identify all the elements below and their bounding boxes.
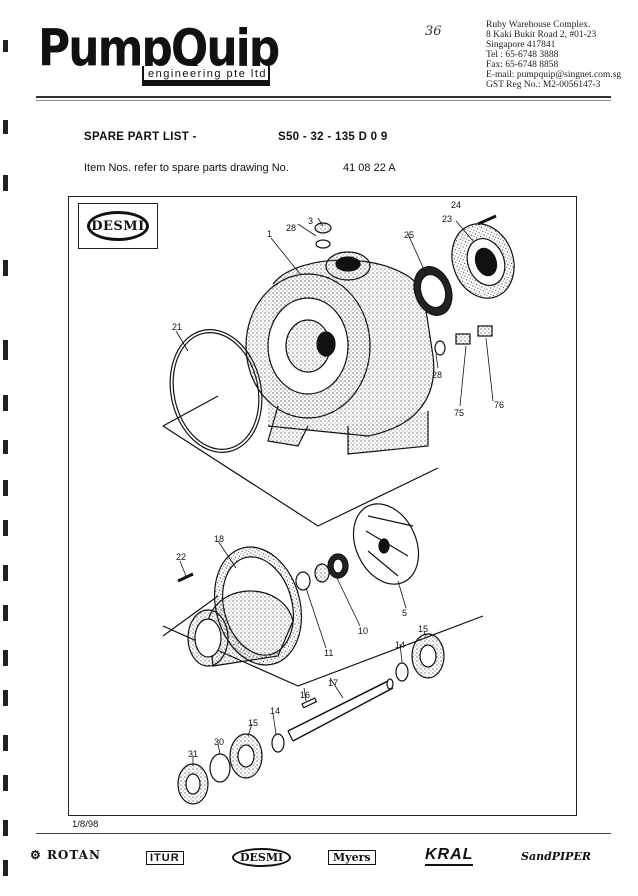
pump-model: S50 - 32 - 135 D 0 9 bbox=[278, 131, 388, 143]
part-label: 31 bbox=[188, 749, 198, 759]
bearing-bracket bbox=[187, 546, 303, 667]
address-line: GST Reg No.: M2-0056147-3 bbox=[486, 80, 601, 90]
binding-mark bbox=[3, 565, 8, 581]
binding-mark bbox=[3, 395, 8, 411]
binding-mark bbox=[3, 260, 8, 276]
part-label: 16 bbox=[300, 690, 310, 700]
bolt-24 bbox=[477, 214, 497, 226]
handwritten-page-number: 36 bbox=[425, 24, 442, 39]
address-line: Ruby Warehouse Complex. bbox=[486, 20, 591, 30]
part-label: 11 bbox=[324, 648, 333, 658]
retaining-ring bbox=[209, 753, 231, 783]
header-divider bbox=[36, 100, 611, 101]
binding-mark bbox=[3, 775, 8, 791]
part-label: 18 bbox=[214, 534, 224, 544]
circlip bbox=[395, 662, 409, 682]
desmi-logo-box: DESMI bbox=[78, 203, 158, 249]
part-label: 28 bbox=[286, 223, 296, 233]
assembly-plane bbox=[162, 425, 439, 527]
part-label: 17 bbox=[328, 678, 338, 688]
part-label: 76 bbox=[494, 400, 504, 410]
header-divider bbox=[36, 96, 611, 98]
exploded-parts-drawing: 1 3 28 24 23 25 21 28 75 76 18 22 5 11 1… bbox=[162, 200, 515, 805]
address-line: Fax: 65-6748 8858 bbox=[486, 60, 559, 70]
bolt-22 bbox=[177, 572, 194, 583]
company-tagline: engineering pte ltd bbox=[142, 66, 270, 82]
address-line: E-mail: pumpquip@singnet.com.sg bbox=[486, 70, 622, 80]
rotan-gear-icon: ⚙ bbox=[30, 848, 47, 862]
part-label: 15 bbox=[248, 718, 258, 728]
binding-mark bbox=[3, 40, 8, 52]
part-label: 25 bbox=[404, 230, 414, 240]
binding-mark bbox=[3, 340, 8, 360]
brand-logo-itur: ITUR bbox=[146, 851, 184, 865]
exploded-view-frame bbox=[68, 196, 577, 816]
part-label: 5 bbox=[402, 608, 407, 618]
pump-casing bbox=[245, 251, 435, 455]
binding-mark bbox=[3, 860, 8, 876]
pump-shaft bbox=[287, 678, 394, 742]
part-label: 14 bbox=[395, 640, 405, 650]
binding-mark bbox=[3, 175, 8, 191]
part-label: 30 bbox=[214, 737, 224, 747]
pump-cover bbox=[451, 223, 515, 299]
part-label: 10 bbox=[358, 626, 368, 636]
part-label: 14 bbox=[270, 706, 280, 716]
address-line: 8 Kaki Bukit Road 2, #01-23 bbox=[486, 30, 597, 40]
part-label: 22 bbox=[176, 552, 186, 562]
binding-mark bbox=[3, 735, 8, 751]
binding-mark bbox=[3, 690, 8, 706]
circlip bbox=[271, 733, 285, 753]
brand-logo-sandpiper: SandPIPER bbox=[521, 850, 591, 863]
footer-divider bbox=[36, 833, 611, 834]
document-date: 1/8/98 bbox=[72, 819, 99, 830]
drain-plug bbox=[314, 222, 332, 249]
drawing-number: 41 08 22 A bbox=[343, 162, 396, 174]
binding-mark bbox=[3, 650, 8, 666]
part-label: 23 bbox=[442, 214, 452, 224]
company-address: Ruby Warehouse Complex. 8 Kaki Bukit Roa… bbox=[486, 20, 621, 90]
brand-logo-myers: Myers bbox=[328, 850, 376, 865]
logo-underline bbox=[142, 82, 270, 86]
ball-bearing bbox=[229, 633, 445, 779]
binding-mark bbox=[3, 440, 8, 454]
part-label: 1 bbox=[267, 229, 272, 239]
part-label: 24 bbox=[451, 200, 461, 210]
part-label: 28 bbox=[432, 370, 442, 380]
brand-logo-rotan: ⚙ ROTAN bbox=[30, 848, 101, 862]
binding-mark bbox=[3, 520, 8, 536]
binding-mark bbox=[3, 120, 8, 134]
shaft-key bbox=[301, 697, 318, 709]
company-logo: PumpQuip bbox=[38, 19, 280, 79]
impeller bbox=[352, 503, 420, 585]
desmi-logo: DESMI bbox=[87, 211, 149, 241]
o-ring-21 bbox=[169, 329, 263, 453]
plug-fittings bbox=[434, 325, 493, 356]
brand-logo-desmi: DESMI bbox=[232, 848, 292, 867]
address-line: Tel : 65-6748 3888 bbox=[486, 50, 559, 60]
brand-logo-kral: KRAL bbox=[425, 846, 474, 866]
binding-mark bbox=[3, 480, 8, 496]
part-label: 3 bbox=[308, 216, 313, 226]
binding-mark bbox=[3, 820, 8, 836]
part-label: 21 bbox=[172, 322, 182, 332]
drawing-reference-label: Item Nos. refer to spare parts drawing N… bbox=[84, 162, 289, 174]
binding-mark bbox=[3, 605, 8, 621]
document-title: SPARE PART LIST - bbox=[84, 131, 197, 143]
address-line: Singapore 417841 bbox=[486, 40, 556, 50]
mechanical-seal bbox=[295, 553, 349, 591]
part-label: 75 bbox=[454, 408, 464, 418]
part-label: 15 bbox=[418, 624, 428, 634]
